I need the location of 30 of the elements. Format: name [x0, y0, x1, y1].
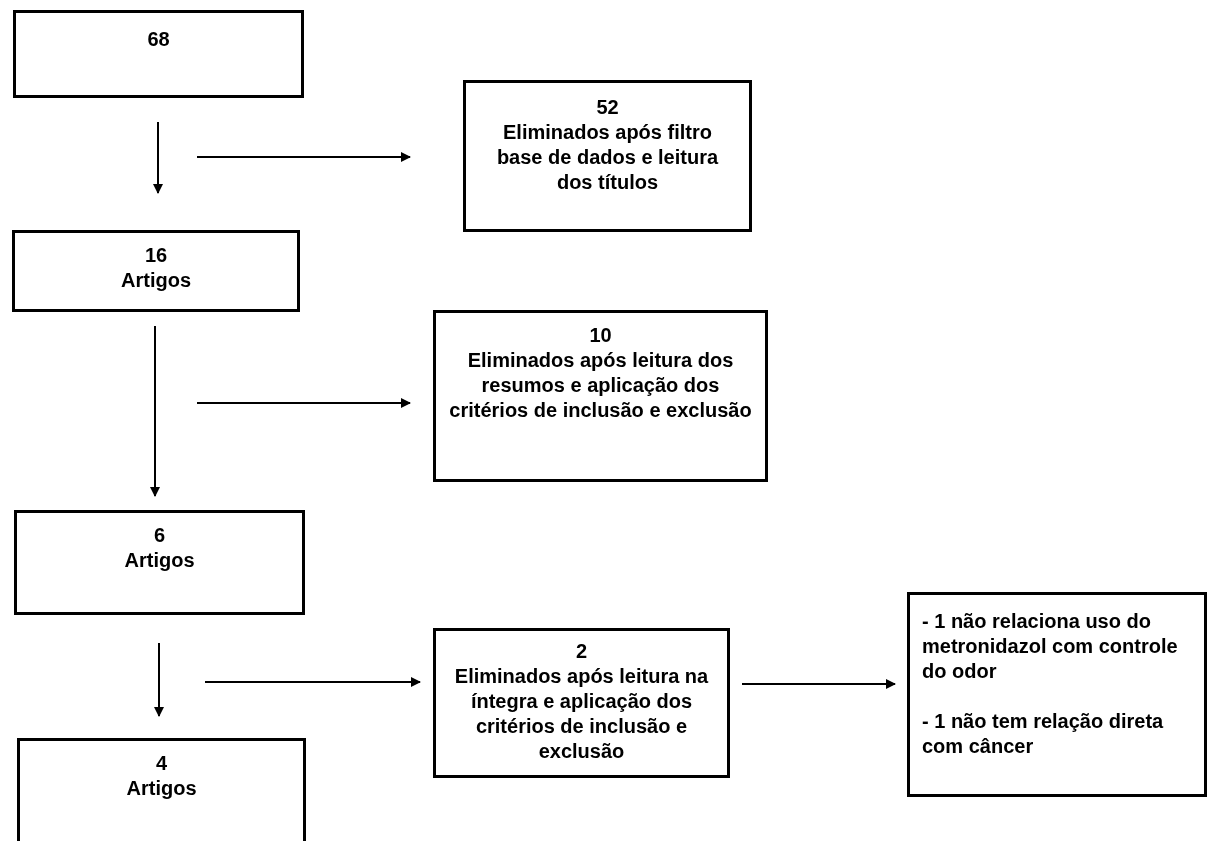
- process-box: [433, 310, 768, 482]
- box-text: Eliminados após leitura dos resumos e aplicação dos critérios de inclusão e exclusão: [448, 348, 753, 423]
- arrow: [196, 398, 411, 408]
- box-text: Eliminados após leitura na íntegra e aplicação dos critérios de inclusão e exclusão: [453, 664, 710, 764]
- count-number: 68: [147, 27, 170, 52]
- arrow: [153, 121, 163, 194]
- count-number: 4: [155, 751, 168, 776]
- process-box: [17, 738, 306, 841]
- arrow: [204, 677, 421, 687]
- box-text: Artigos: [124, 548, 195, 573]
- process-box: [14, 510, 305, 615]
- arrow: [150, 325, 160, 497]
- box-text: Artigos: [126, 776, 197, 801]
- count-number: 16: [144, 243, 168, 268]
- process-box: [13, 10, 304, 98]
- process-box: [12, 230, 300, 312]
- arrow: [154, 642, 164, 717]
- box-text: Eliminados após filtro base de dados e leitura dos títulos: [495, 120, 720, 195]
- count-number: 2: [575, 639, 588, 664]
- count-number: 6: [153, 523, 166, 548]
- process-box: [433, 628, 730, 778]
- box-text: Artigos: [121, 268, 191, 293]
- box-text: - 1 não relaciona uso do metronidazol com controle do odor: [922, 609, 1179, 684]
- arrow: [196, 152, 411, 162]
- process-box: [907, 592, 1207, 797]
- process-box: [463, 80, 752, 232]
- arrow: [741, 679, 896, 689]
- box-text: - 1 não tem relação direta com câncer: [922, 709, 1165, 759]
- count-number: 52: [596, 95, 619, 120]
- count-number: 10: [589, 323, 612, 348]
